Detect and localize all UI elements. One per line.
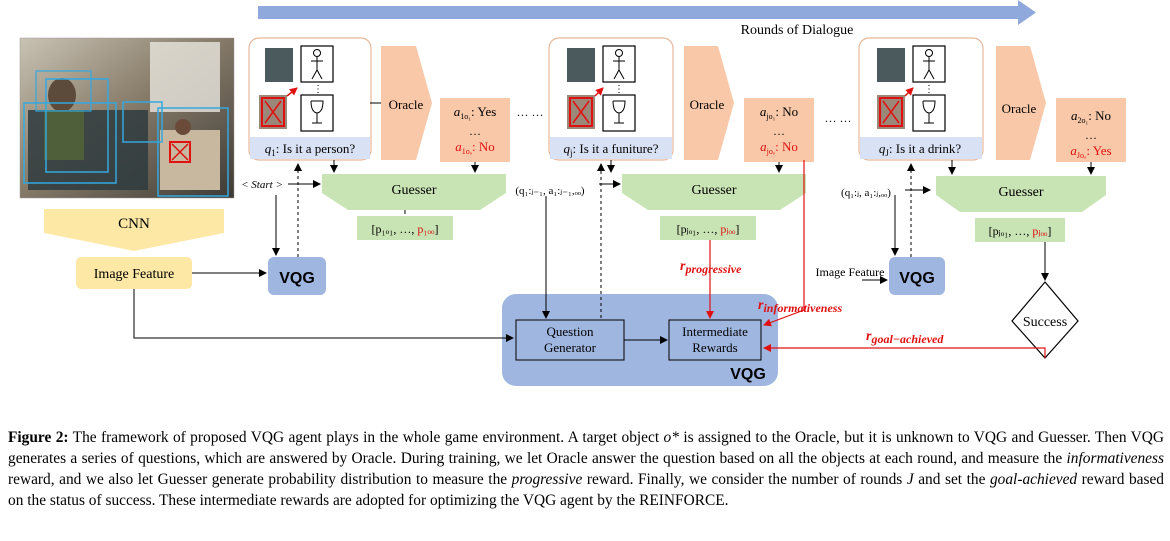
round-J-oracle-label: Oracle: [1002, 101, 1037, 116]
round-J-answer-ellipsis: …: [1085, 128, 1097, 142]
round-J-oracle: [996, 46, 1046, 160]
vqg-box-2: [889, 257, 945, 295]
image-feature-label: Image Feature: [94, 267, 174, 282]
round-J-guesser-label: Guesser: [998, 185, 1043, 200]
cnn-label: CNN: [118, 216, 150, 232]
caption-text: and set the: [913, 471, 990, 488]
caption-em: goal-achieved: [989, 471, 1078, 488]
round-j-guesser: [622, 174, 806, 210]
round-j-guesser-label: Guesser: [691, 183, 736, 198]
svg-text:⋮: ⋮: [313, 84, 323, 95]
round-j-answer-top: ajo₁: No: [760, 104, 798, 121]
round-1-prob-box: [357, 216, 453, 240]
round-J-guesser: [936, 176, 1106, 212]
caption-text: reward. Finally, we consider the number …: [582, 471, 907, 488]
round-j-answer-ellipsis: …: [773, 124, 785, 138]
framework-figure: Rounds of Dialogue CNN Image Feature ⋮: [19, 0, 1126, 386]
scene-photo: [19, 37, 235, 199]
vqg-label-2: VQG: [899, 270, 935, 287]
round-j-prob: [pⱼₒ₁, …, pⱼₒₒ]: [677, 222, 740, 236]
reward-goal-achieved: rgoal−achieved: [866, 329, 944, 346]
vqg-label-1: VQG: [279, 270, 315, 287]
round-J-history: (q₁:ⱼ, a₁:ⱼ,ₒₒ): [841, 187, 891, 199]
caption-label: Figure 2:: [8, 429, 69, 446]
vqg-module-label: VQG: [730, 366, 766, 383]
reward-progressive: rprogressive: [680, 259, 742, 276]
round-1-prob: [p₁ₒ₁, …, p₁ₒₒ]: [372, 222, 439, 236]
round-j-oracle-label: Oracle: [690, 97, 725, 112]
round-j-answers-box: [744, 98, 814, 162]
round-1-answer-top: a1o₁: Yes: [454, 104, 497, 121]
question-generator-box: [515, 319, 625, 361]
dots-1: … …: [517, 105, 544, 119]
rounds-arrow: [258, 0, 1036, 25]
caption-text: The framework of proposed VQG agent play…: [68, 429, 664, 446]
figure-caption: Figure 2: The framework of proposed VQG …: [8, 427, 1164, 511]
intermediate-rewards-box: [668, 319, 762, 361]
image-feature-box: [76, 257, 192, 289]
round-J-answers-box: [1056, 98, 1126, 162]
round-1-oracle-label: Oracle: [389, 97, 424, 112]
caption-var: J: [906, 471, 914, 488]
round-j-answer-bottom: ajoₒ: No: [760, 139, 798, 156]
round-j-history: (q₁:ⱼ₋₁, a₁:ⱼ₋₁,ₒₒ): [515, 185, 585, 197]
round-1-answer-bottom: a1oₒ: No: [455, 139, 495, 156]
svg-text:⋮: ⋮: [924, 84, 934, 95]
caption-text: reward based on the status of success. T…: [8, 471, 1164, 509]
round-J-answer-top: a2o₁: No: [1071, 108, 1111, 125]
round-j-oracle: [684, 46, 734, 160]
round-j-prob-box: [660, 216, 756, 240]
rounds-label: Rounds of Dialogue: [741, 23, 854, 38]
round-J-answer-bottom: aJoₒ: Yes: [1070, 143, 1111, 160]
svg-text:⋮: ⋮: [614, 84, 624, 95]
caption-text: is assigned to the Oracle, but it is unk…: [8, 429, 1164, 467]
dots-2: … …: [825, 111, 852, 125]
caption-text: reward, and we also let Guesser generate…: [8, 471, 512, 488]
round-1-answers-box: [440, 98, 510, 162]
cnn-block: [44, 209, 224, 251]
round-1-answer-ellipsis: …: [469, 124, 481, 138]
reward-connectors: [706, 160, 1046, 358]
round-J-prob: [pⱼₒ₁, …, pⱼₒₒ]: [989, 224, 1052, 238]
image-feature-label-small: Image Feature: [816, 265, 885, 279]
caption-obj: o*: [663, 429, 679, 446]
round-j-question: qj: Is it a funiture?: [564, 141, 659, 158]
caption-em: progressive: [511, 471, 583, 488]
round-J-question: qJ: Is it a drink?: [879, 141, 961, 158]
round-1-guesser: [322, 174, 506, 210]
caption-em: informativeness: [1066, 450, 1164, 467]
reward-informativeness: rinformativeness: [758, 298, 842, 315]
round-1-oracle: [381, 46, 432, 160]
success-label: Success: [1023, 315, 1067, 330]
round-1-question: q1: Is it a person?: [265, 141, 356, 158]
round-1-guesser-label: Guesser: [391, 183, 436, 198]
start-label: < Start >: [241, 179, 283, 191]
round-j-panel: ⋮: [548, 37, 674, 161]
connectors: [133, 102, 1095, 344]
vqg-box-1: [268, 257, 326, 295]
round-J-panel: ⋮: [858, 37, 984, 161]
round-J-prob-box: [975, 218, 1065, 242]
round-1-panel: ⋮: [248, 37, 372, 161]
